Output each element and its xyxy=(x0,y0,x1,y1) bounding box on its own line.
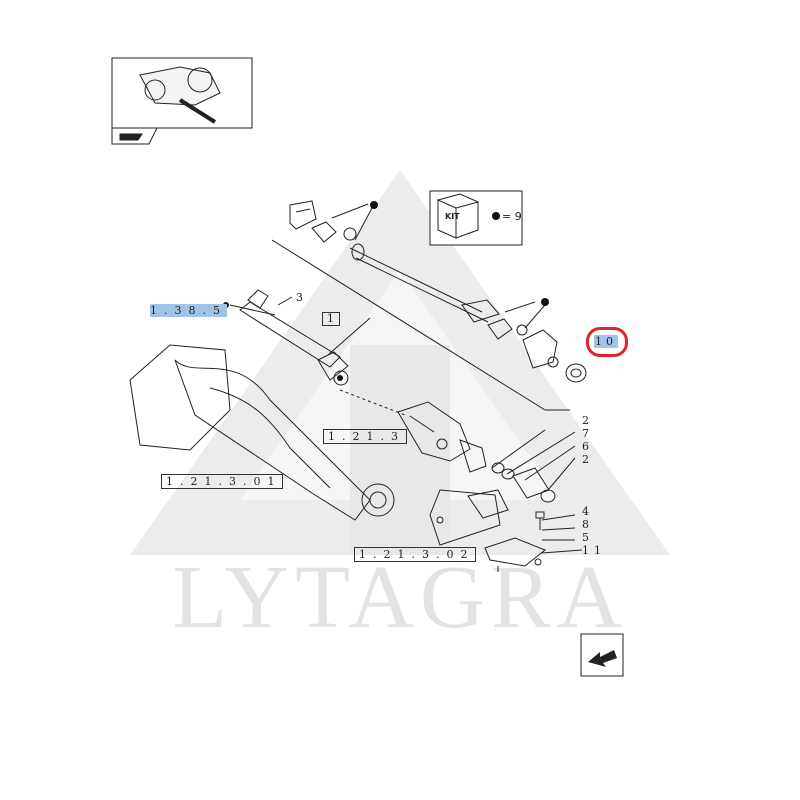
section-ref-1-21-b[interactable]: 1.21.3.01 xyxy=(161,474,284,489)
part-number-7: 7 xyxy=(582,427,594,440)
kit-box-icon xyxy=(429,190,523,246)
part-number-2a: 2 xyxy=(582,414,594,427)
intermediate-shaft xyxy=(239,289,349,386)
support-bracket xyxy=(429,489,509,546)
selection-ring xyxy=(586,327,628,357)
part-number-8: 8 xyxy=(582,518,594,531)
section-ref-1-38[interactable]: 1.38.5 xyxy=(150,304,227,317)
kit-quantity-note: = 9 xyxy=(502,210,522,223)
next-page-arrow-icon xyxy=(580,633,624,677)
part-number-2b: 2 xyxy=(582,453,594,466)
section-ref-1-21-c[interactable]: 1.21.3.02 xyxy=(354,547,477,562)
part-number-3: 3 xyxy=(296,291,308,304)
yoke-upper xyxy=(289,200,369,243)
part-number-5: 5 xyxy=(582,531,594,544)
kit-label-text: KIT xyxy=(445,212,460,221)
section-ref-1-21-a[interactable]: 1.21.3 xyxy=(323,429,407,444)
part-number-6: 6 xyxy=(582,440,594,453)
drive-shaft-upper xyxy=(349,243,500,323)
tractor-thumbnail xyxy=(111,57,253,129)
axle-housing xyxy=(129,344,395,521)
part-number-1: 1 xyxy=(322,312,340,326)
yoke-lower xyxy=(487,301,587,383)
guard-plate xyxy=(484,511,583,572)
pointer-hand-icon xyxy=(111,127,158,145)
part-number-11: 11 xyxy=(582,544,606,557)
watermark-text: LYTAGRA xyxy=(172,548,628,647)
bearing-housing xyxy=(397,401,487,473)
rings-sleeve xyxy=(491,429,576,503)
part-number-4: 4 xyxy=(582,505,594,518)
